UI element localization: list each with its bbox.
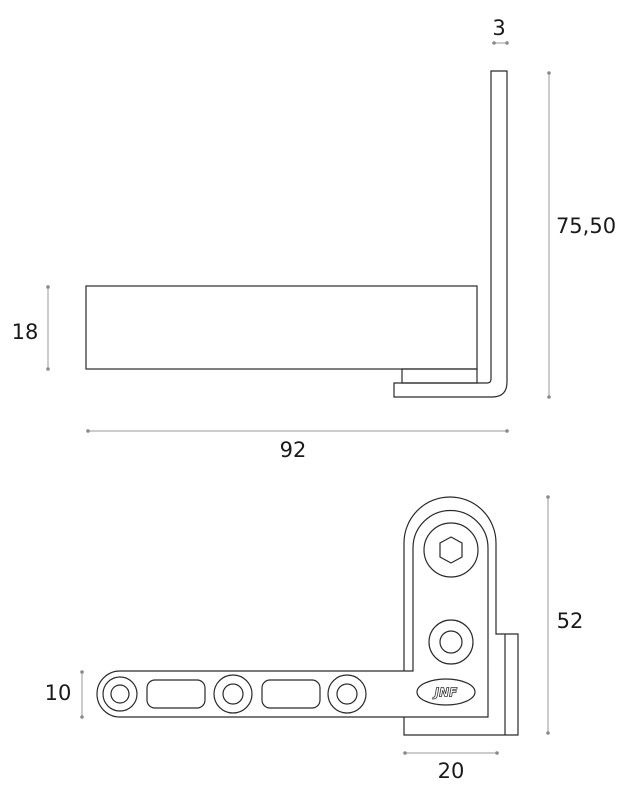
plan-view: JNF 52 10 20 — [45, 495, 584, 783]
dim-length: 92 — [280, 438, 307, 462]
slot — [146, 679, 206, 709]
dim-frame-height: 18 — [12, 320, 39, 344]
slot — [261, 679, 321, 709]
dim-bar-width: 10 — [45, 681, 72, 705]
brand-logo-text: JNF — [433, 686, 459, 700]
l-bracket — [393, 70, 508, 398]
outer-plate — [403, 496, 519, 736]
screw-ring — [423, 522, 479, 578]
hex-socket-icon — [439, 536, 463, 564]
brand-logo — [416, 678, 476, 706]
inner-plate-and-bar — [96, 509, 489, 718]
dim-plate-width: 20 — [438, 759, 465, 783]
spacer-block — [401, 368, 478, 384]
dim-height: 75,50 — [556, 214, 616, 238]
side-view: 3 75,50 18 92 — [12, 16, 616, 462]
dim-thickness: 3 — [492, 16, 505, 40]
frame-block — [85, 285, 478, 370]
bar-holes — [102, 674, 367, 714]
dim-plan-height: 52 — [557, 609, 584, 633]
hole-ring — [428, 619, 474, 665]
